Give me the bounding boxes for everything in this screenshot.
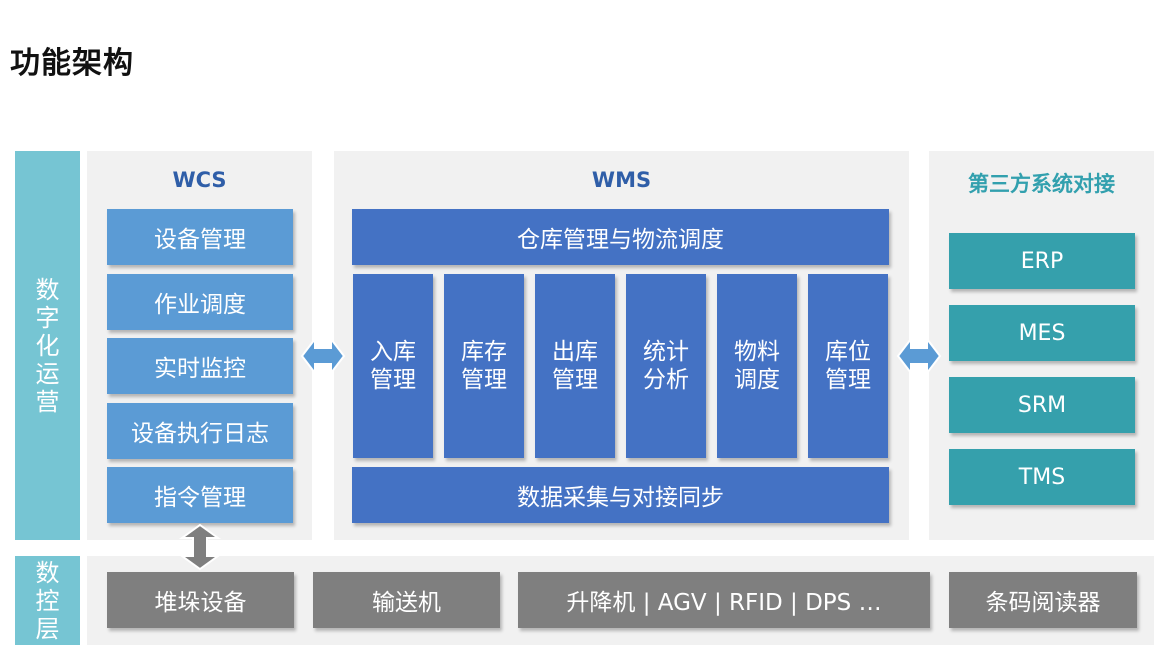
third-party-system: SRM [949,377,1135,433]
wms-top-bar: 仓库管理与物流调度 [352,209,889,265]
wcs-item: 设备执行日志 [107,402,293,459]
left-band-label: 数字化运营 [35,275,60,416]
device-item: 条码阅读器 [949,572,1137,628]
wcs-item: 指令管理 [107,467,293,523]
wms-module: 库存 管理 [444,274,524,458]
wcs-item: 实时监控 [107,338,293,394]
wms-module: 物料 调度 [717,274,797,458]
third-party-system: TMS [949,449,1135,505]
wms-module: 入库 管理 [353,274,433,458]
page-title: 功能架构 [10,46,134,81]
wcs-item: 设备管理 [107,209,293,265]
third-party-system: MES [949,305,1135,361]
third-party-title: 第三方系统对接 [968,172,1115,196]
wcs-title: WCS [172,168,227,192]
wms-thirdparty-double-arrow-icon [896,336,942,376]
wms-title: WMS [591,168,652,192]
wms-module: 库位 管理 [808,274,888,458]
third-party-system: ERP [949,233,1135,289]
bottom-band-control-layer: 数控层 [15,556,80,645]
wms-bottom-bar: 数据采集与对接同步 [352,467,889,523]
device-item: 输送机 [313,572,500,628]
wcs-wms-double-arrow-icon [300,336,346,376]
wcs-item: 作业调度 [107,273,293,330]
wms-module: 统计 分析 [626,274,706,458]
device-item: 堆垛设备 [107,572,294,628]
wcs-device-double-arrow-icon [178,523,222,571]
left-band-digital-operation: 数字化运营 [15,151,80,540]
device-item: 升降机 | AGV | RFID | DPS … [518,572,930,628]
bottom-band-label: 数控层 [35,558,60,643]
wms-module: 出库 管理 [535,274,615,458]
